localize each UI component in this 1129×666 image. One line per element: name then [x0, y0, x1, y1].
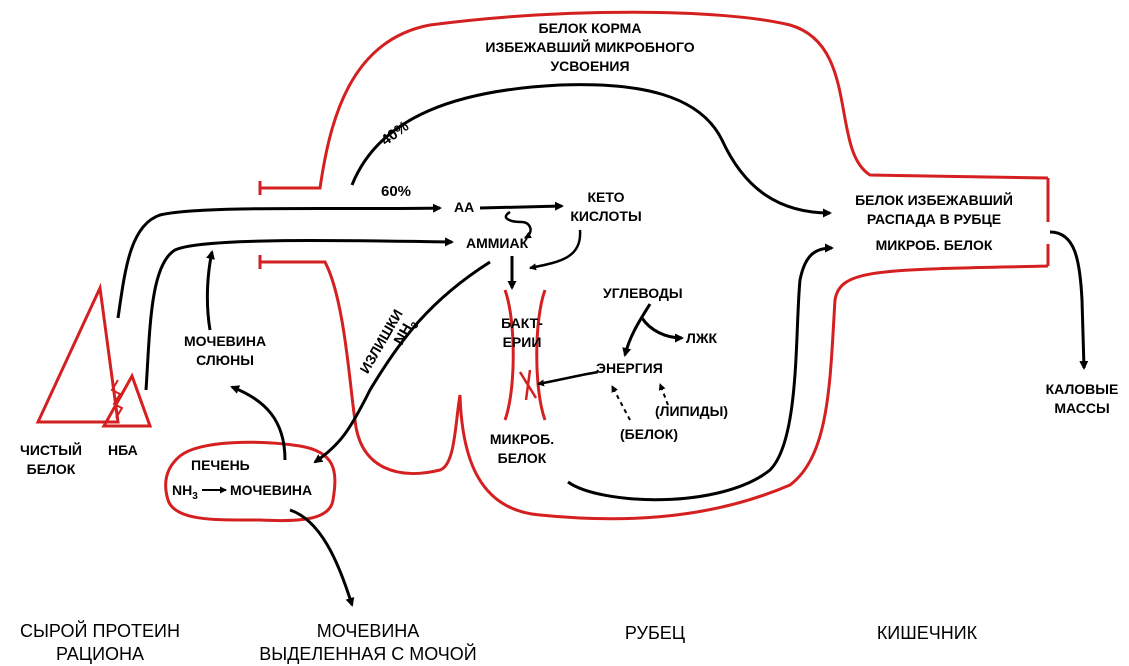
pct-60-label: 60% [381, 182, 411, 201]
liver-label: ПЕЧЕНЬ [191, 456, 250, 475]
arrow-keto-to-bacteria [530, 230, 580, 268]
keto-acids-label: КЕТО КИСЛОТЫ [566, 188, 646, 226]
liver-urea-label: МОЧЕВИНА [230, 481, 312, 500]
ammonia-label: АММИАК [466, 234, 528, 253]
aa-label: АА [454, 198, 474, 217]
arrow-protein-to-energy-dashed [612, 386, 630, 420]
npn-triangle [104, 376, 150, 426]
arrow-liver-to-saliva-urea [232, 387, 285, 460]
lipids-label: (ЛИПИДЫ) [655, 402, 728, 421]
protein-source-label: (БЕЛОК) [620, 425, 678, 444]
bacteria-cross-mark [520, 370, 536, 400]
bypass-protein-label: БЕЛОК КОРМА ИЗБЕЖАВШИЙ МИКРОБНОГО УСВОЕН… [470, 19, 710, 76]
arrow-saliva-to-rumen [207, 252, 212, 330]
arrow-liver-to-urine [290, 510, 352, 605]
fecal-label: КАЛОВЫЕ МАССЫ [1032, 380, 1129, 418]
rumen-caption: РУБЕЦ [605, 622, 705, 645]
arrow-intestine-to-feces [1050, 232, 1084, 368]
saliva-urea-label: МОЧЕВИНА СЛЮНЫ [170, 332, 280, 370]
arrow-carbs-to-energy [625, 304, 650, 355]
crude-protein-caption: СЫРОЙ ПРОТЕИН РАЦИОНА [0, 620, 200, 666]
energy-label: ЭНЕРГИЯ [596, 359, 663, 378]
arrow-aa-to-keto [480, 206, 562, 208]
npn-label: НБА [108, 441, 138, 460]
escaped-protein-label: БЕЛОК ИЗБЕЖАВШИЙ РАСПАДА В РУБЦЕ [834, 191, 1034, 229]
intestine-caption: КИШЕЧНИК [862, 622, 992, 645]
arrow-carbs-to-vfa [642, 318, 682, 338]
liver-nh3-label: NH3 [172, 481, 198, 502]
carbs-label: УГЛЕВОДЫ [603, 284, 683, 303]
vfa-label: ЛЖК [686, 329, 717, 348]
microbial-protein-intestine-label: МИКРОБ. БЕЛОК [834, 236, 1034, 255]
bacteria-bracket-right [537, 290, 545, 420]
pure-protein-label: ЧИСТЫЙ БЕЛОК [16, 441, 86, 479]
pure-protein-triangle [38, 288, 118, 422]
bacteria-label: БАКТ- ЕРИИ [492, 314, 552, 352]
microbial-protein-rumen-label: МИКРОБ. БЕЛОК [482, 430, 562, 468]
bacteria-bracket-left [505, 290, 513, 420]
urine-urea-caption: МОЧЕВИНА ВЫДЕЛЕННАЯ С МОЧОЙ [248, 620, 488, 666]
arrow-energy-to-bacteria [538, 372, 598, 384]
